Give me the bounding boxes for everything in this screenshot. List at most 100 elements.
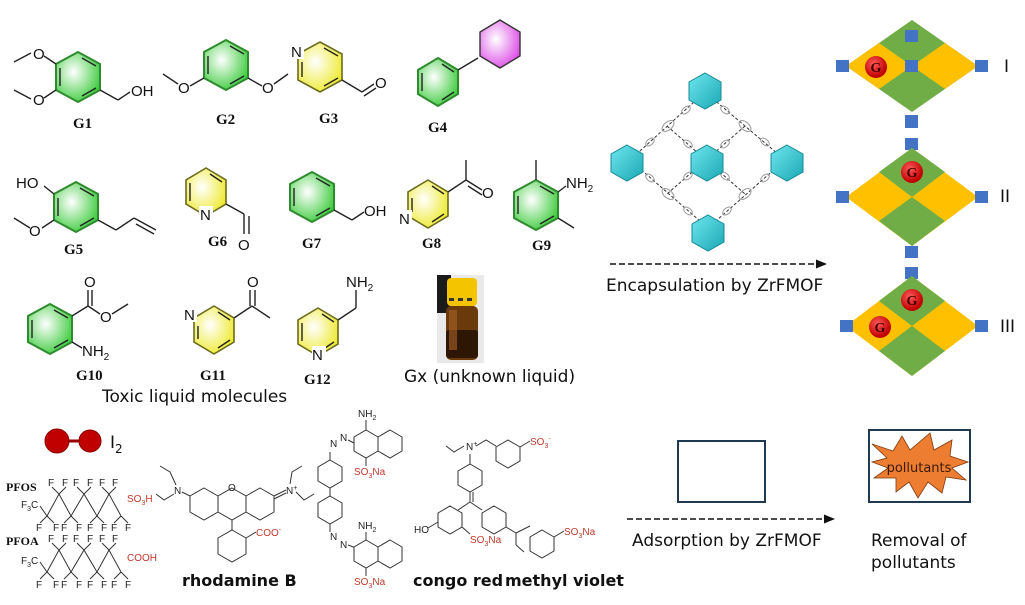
svg-text:SO3-: SO3-	[530, 436, 551, 450]
svg-text:HO: HO	[414, 525, 429, 536]
pfoa-label: PFOA	[6, 534, 39, 548]
adsorption-label: Adsorption by ZrFMOF	[632, 531, 822, 551]
pyridine-ring	[407, 179, 449, 229]
svg-text:SO3Na: SO3Na	[564, 527, 596, 540]
atom-n: N	[312, 347, 323, 364]
label-g10: G10	[76, 368, 103, 384]
benzene-ring	[203, 38, 249, 92]
molecule-g6: N O G6	[185, 167, 250, 254]
svg-text:F: F	[111, 580, 117, 591]
atom-o: O	[238, 237, 250, 254]
pyridine-ring	[193, 305, 235, 355]
molecule-g4: G4	[417, 19, 521, 136]
label-g4: G4	[428, 120, 448, 136]
atom-o: O	[100, 309, 112, 326]
cf3-group: F3C	[21, 500, 38, 513]
svg-text:NH2: NH2	[358, 409, 376, 422]
atom-n: N	[399, 211, 410, 228]
svg-text:F: F	[99, 478, 105, 489]
atom-ho: HO	[16, 175, 39, 192]
svg-text:SO3Na: SO3Na	[354, 467, 386, 480]
iodine-atom	[78, 429, 102, 453]
pfos-label: PFOS	[6, 480, 37, 494]
label-g6: G6	[208, 234, 228, 250]
svg-text:N+: N+	[466, 441, 477, 453]
atom-o: O	[33, 92, 45, 109]
iodine-atom	[44, 428, 70, 454]
node-blue	[975, 320, 988, 332]
rhodamine-b-label: rhodamine B	[182, 571, 297, 590]
encapsulation-label: Encapsulation by ZrFMOF	[606, 276, 823, 296]
molecule-g2: O O G2	[162, 38, 289, 128]
pollutant-burst	[870, 432, 970, 499]
atom-oh: OH	[364, 203, 387, 220]
atom-nh2: NH2	[346, 274, 374, 294]
benzene-ring	[289, 170, 335, 224]
benzene-ring	[53, 180, 99, 234]
node-blue	[836, 191, 849, 203]
svg-text:N: N	[340, 433, 347, 444]
rhodamine-b-molecule: O N N+ COO-	[155, 465, 315, 563]
pollutant-burst-label: pollutants	[887, 461, 952, 476]
svg-text:F: F	[48, 534, 54, 545]
svg-text:F: F	[73, 534, 79, 545]
pore-mode-ii: G II	[836, 138, 1010, 258]
atom-nh2: NH2	[82, 343, 110, 363]
svg-text:N: N	[340, 540, 347, 551]
svg-text:F: F	[36, 523, 42, 534]
svg-text:SO3Na: SO3Na	[470, 535, 502, 548]
zr-cluster	[770, 144, 804, 182]
atom-o: O	[33, 46, 45, 63]
svg-text:F: F	[36, 580, 42, 591]
atom-n: N	[184, 307, 195, 324]
atom-n: N	[174, 486, 181, 497]
guest-molecule: G	[901, 161, 923, 183]
guest-molecule: G	[869, 316, 891, 338]
atom-o: O	[84, 274, 96, 291]
node-blue	[975, 60, 988, 72]
label-g12: G12	[304, 372, 331, 388]
zrfmof-framework	[610, 72, 804, 252]
pfos-head-group: SO3H	[127, 494, 153, 507]
pyridine-ring	[297, 41, 343, 93]
mode-label-ii: II	[1000, 187, 1010, 207]
svg-text:F: F	[87, 478, 93, 489]
molecule-g10: O O NH2 G10	[27, 274, 129, 384]
label-g5: G5	[64, 242, 83, 258]
label-g2: G2	[216, 112, 235, 128]
svg-text:N: N	[330, 532, 337, 543]
label-g3: G3	[319, 111, 338, 127]
pore-mode-i: G I	[836, 20, 1009, 128]
svg-text:F: F	[125, 580, 131, 591]
svg-text:F: F	[87, 534, 93, 545]
toxic-molecules-caption: Toxic liquid molecules	[101, 387, 287, 407]
svg-text:F: F	[101, 523, 107, 534]
zr-cluster	[691, 214, 725, 252]
cf3-group: F3C	[21, 556, 38, 569]
svg-text:F: F	[61, 580, 67, 591]
mode-label-i: I	[1004, 57, 1009, 77]
label-g8: G8	[422, 236, 441, 252]
methyl-violet-molecule: N+ SO3- HO SO3Na SO3Na	[414, 436, 596, 559]
atom-n: N	[200, 207, 211, 224]
label-g7: G7	[302, 236, 322, 252]
guest-molecule: G	[865, 56, 887, 78]
svg-text:F: F	[99, 534, 105, 545]
svg-text:SO3Na: SO3Na	[354, 577, 386, 590]
node-blue	[905, 30, 918, 42]
carboxylate-group: COO-	[256, 527, 282, 539]
svg-text:G: G	[875, 321, 886, 336]
congo-red-molecule: N N N N NH2 SO3Na NH2 SO3Na	[317, 409, 403, 590]
benzene-ring	[27, 302, 73, 356]
node-blue	[975, 191, 988, 203]
node-blue	[836, 60, 849, 72]
node-blue	[905, 246, 918, 258]
molecule-g7: OH G7	[289, 170, 387, 252]
label-g9: G9	[532, 238, 551, 254]
zr-cluster	[610, 144, 644, 182]
guest-molecule: G	[901, 289, 923, 311]
